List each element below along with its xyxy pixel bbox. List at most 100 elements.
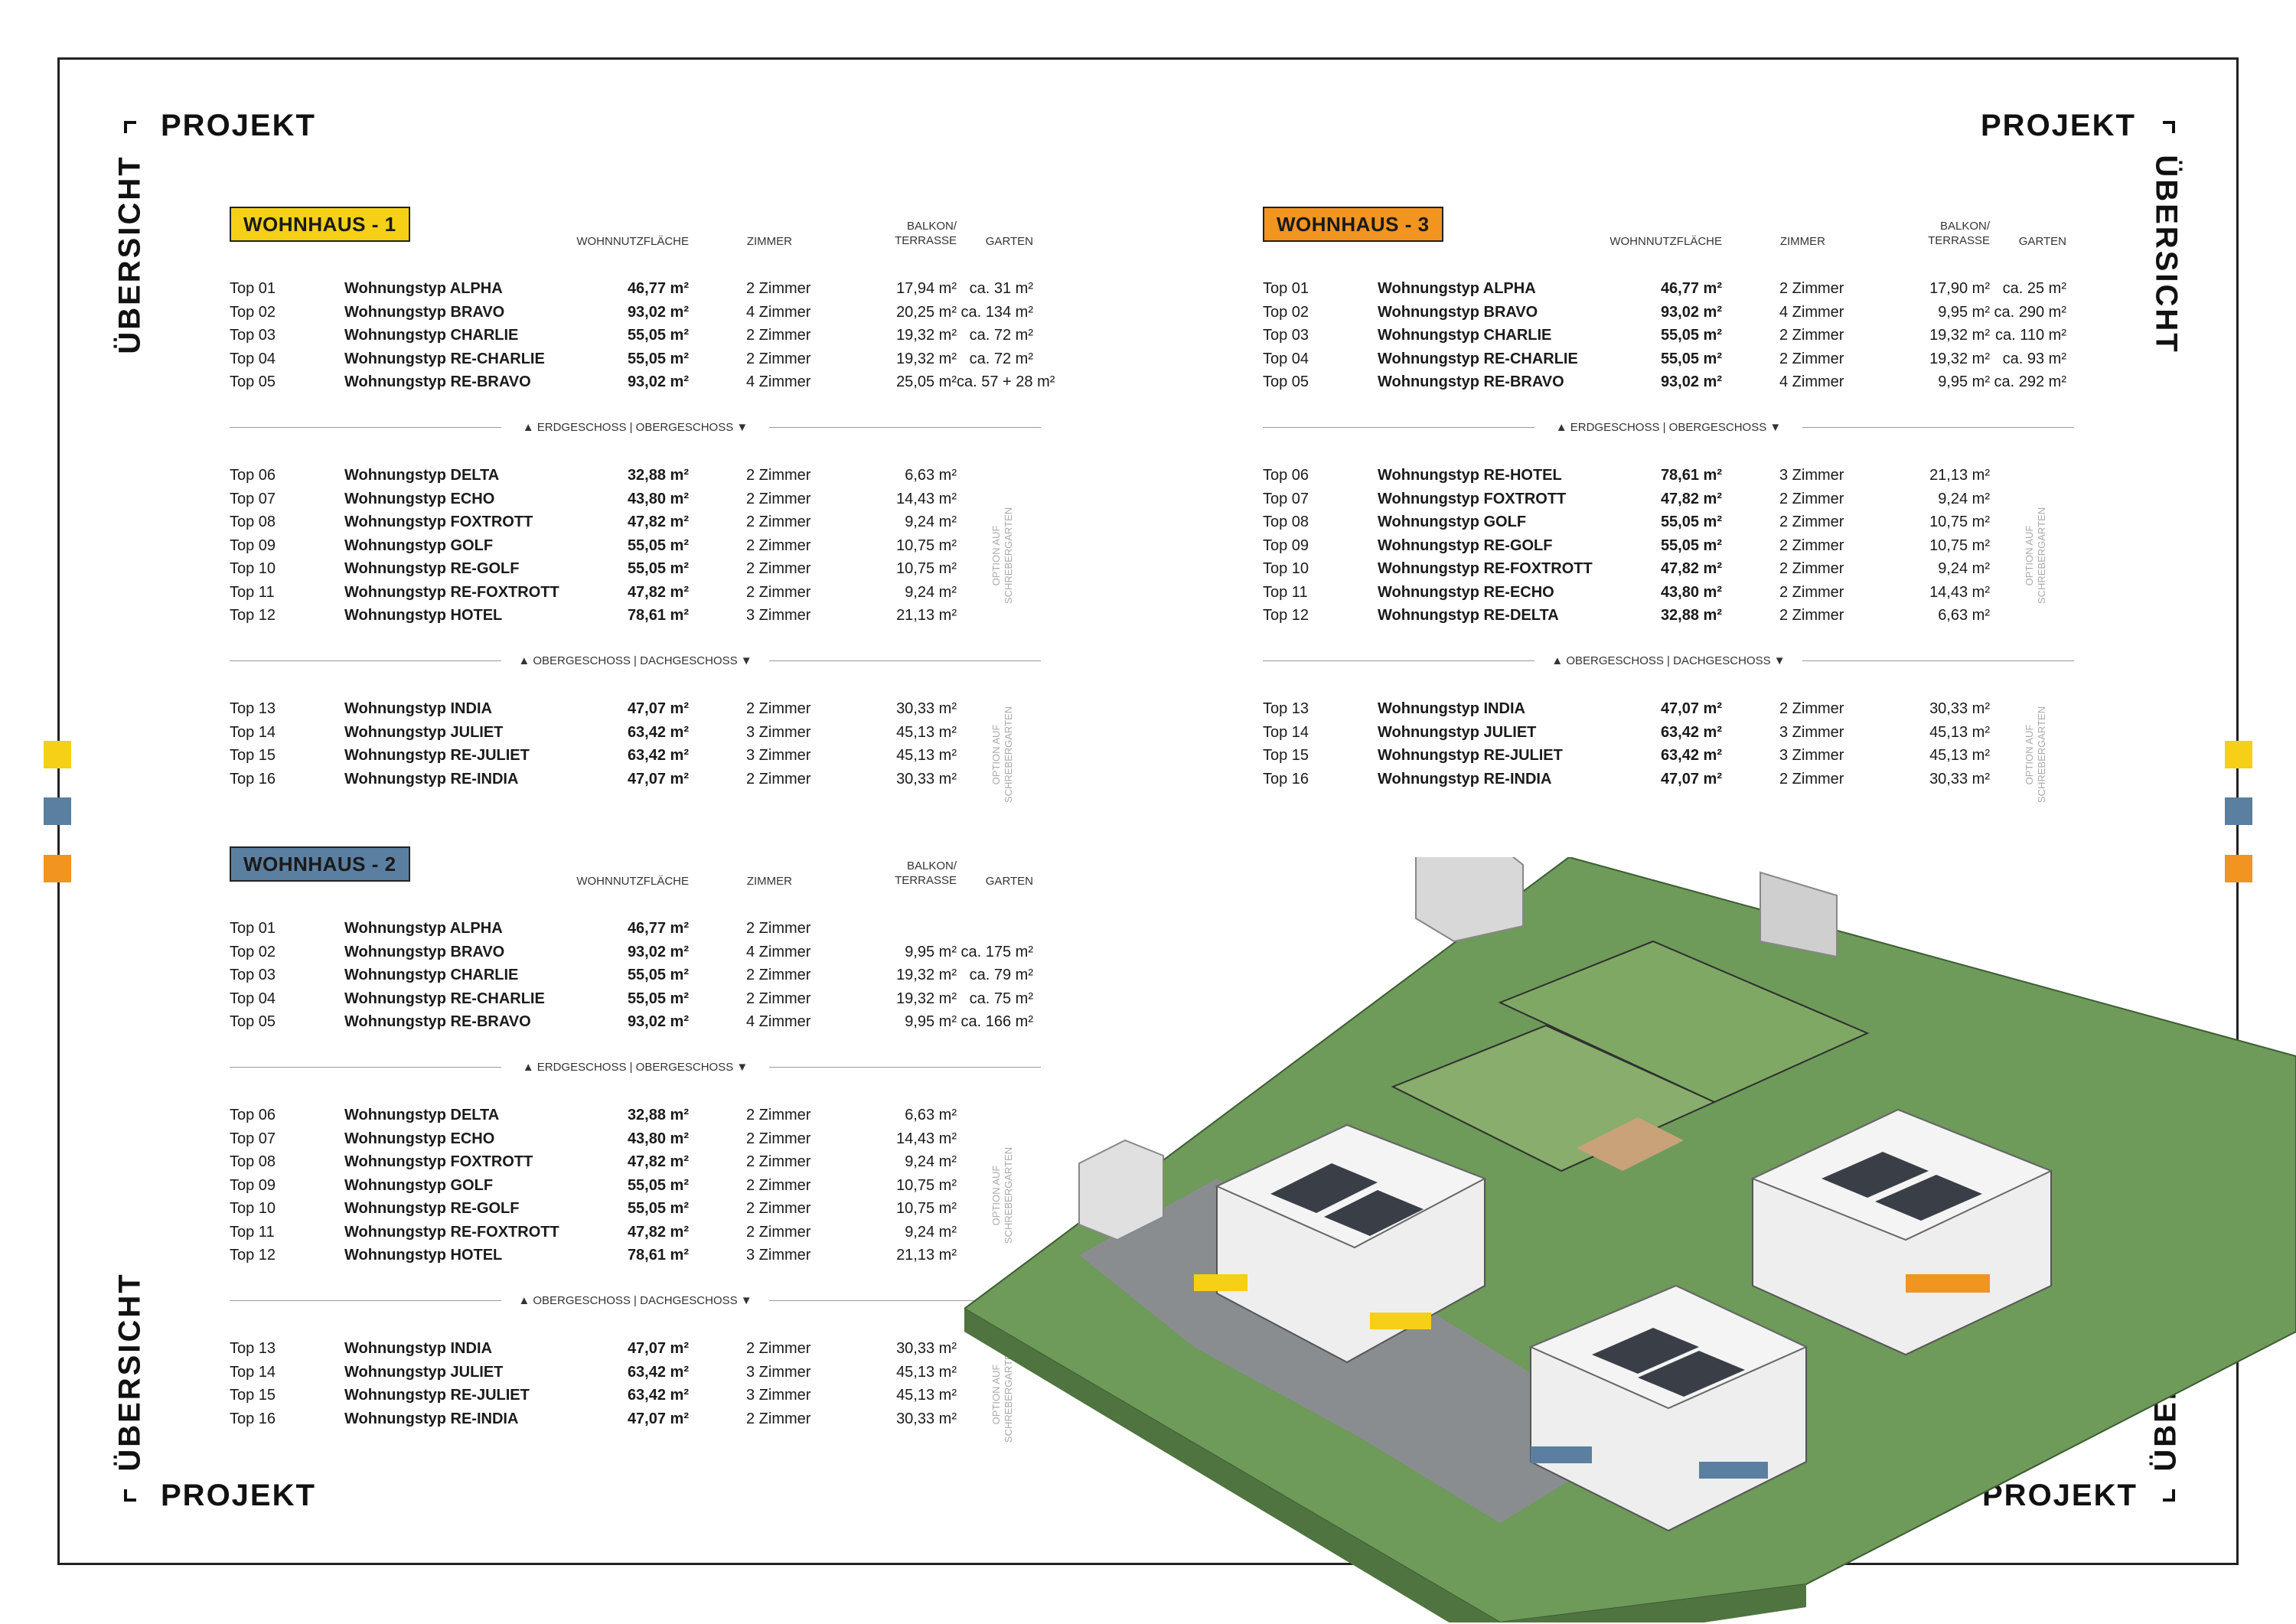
unit-type: Wohnungstyp BRAVO bbox=[1378, 303, 1538, 321]
unit-number: Top 13 bbox=[1263, 700, 1309, 717]
unit-number: Top 02 bbox=[230, 943, 276, 960]
unit-type: Wohnungstyp RE-INDIA bbox=[344, 770, 519, 788]
corner-bracket-top-left bbox=[124, 121, 136, 133]
unit-balcony: 30,33 m² bbox=[896, 1340, 957, 1357]
unit-balcony: 10,75 m² bbox=[896, 536, 957, 554]
unit-balcony: 9,24 m² bbox=[905, 583, 957, 601]
unit-area: 63,42 m² bbox=[627, 723, 689, 741]
unit-rooms: 3 Zimmer bbox=[1779, 747, 1844, 764]
floor-divider: ▲ ERDGESCHOSS | OBERGESCHOSS ▼ bbox=[1263, 419, 2074, 437]
unit-type: Wohnungstyp INDIA bbox=[1378, 700, 1525, 717]
unit-balcony: 10,75 m² bbox=[896, 560, 957, 577]
unit-number: Top 12 bbox=[1263, 607, 1309, 624]
unit-balcony: 30,33 m² bbox=[1929, 700, 1990, 717]
header-garden: GARTEN bbox=[985, 235, 1033, 248]
unit-area: 55,05 m² bbox=[1660, 536, 1722, 554]
unit-balcony: 25,05 m² bbox=[896, 373, 957, 390]
unit-type: Wohnungstyp INDIA bbox=[344, 700, 492, 717]
unit-area: 55,05 m² bbox=[627, 967, 689, 983]
header-area: WOHNNUTZFLÄCHE bbox=[576, 875, 689, 888]
unit-type: Wohnungstyp CHARLIE bbox=[1378, 327, 1552, 344]
unit-number: Top 03 bbox=[230, 967, 276, 983]
unit-rooms: 2 Zimmer bbox=[746, 1340, 811, 1357]
vertical-uebersicht-bottom-left: ÜBERSICHT bbox=[113, 1272, 147, 1472]
unit-type: Wohnungstyp RE-BRAVO bbox=[344, 1013, 531, 1030]
unit-number: Top 04 bbox=[1263, 350, 1309, 367]
unit-type: Wohnungstyp DELTA bbox=[344, 467, 500, 484]
unit-area: 78,61 m² bbox=[627, 607, 689, 624]
unit-type: Wohnungstyp RE-INDIA bbox=[1378, 770, 1552, 788]
unit-number: Top 14 bbox=[1263, 723, 1309, 741]
unit-type: Wohnungstyp BRAVO bbox=[344, 943, 505, 960]
unit-rooms: 3 Zimmer bbox=[746, 1363, 811, 1381]
header-rooms: ZIMMER bbox=[746, 875, 792, 888]
header-rooms: ZIMMER bbox=[1779, 235, 1825, 248]
header-garden: GARTEN bbox=[985, 875, 1033, 888]
unit-rooms: 2 Zimmer bbox=[746, 1223, 811, 1241]
unit-rooms: 2 Zimmer bbox=[1779, 490, 1844, 507]
corner-bracket-top-right bbox=[2163, 121, 2175, 133]
header-rooms: ZIMMER bbox=[746, 235, 792, 248]
unit-rooms: 2 Zimmer bbox=[746, 1130, 811, 1147]
unit-area: 43,80 m² bbox=[627, 490, 689, 507]
unit-area: 93,02 m² bbox=[627, 373, 689, 390]
unit-number: Top 16 bbox=[230, 770, 276, 788]
unit-area: 47,07 m² bbox=[1660, 770, 1722, 788]
unit-type: Wohnungstyp FOXTROTT bbox=[344, 514, 533, 530]
unit-rooms: 2 Zimmer bbox=[1779, 280, 1844, 297]
unit-type: Wohnungstyp RE-CHARLIE bbox=[344, 350, 545, 367]
unit-type: Wohnungstyp FOXTROTT bbox=[1378, 490, 1567, 507]
unit-area: 46,77 m² bbox=[627, 280, 689, 297]
unit-area: 55,05 m² bbox=[1660, 514, 1722, 530]
unit-type: Wohnungstyp ALPHA bbox=[1378, 280, 1536, 297]
unit-balcony: 9,95 m² bbox=[1938, 303, 1990, 321]
unit-balcony: 45,13 m² bbox=[1929, 747, 1990, 764]
unit-type: Wohnungstyp RE-INDIA bbox=[344, 1410, 519, 1427]
swatch-orange-right bbox=[2225, 855, 2252, 882]
unit-area: 43,80 m² bbox=[1660, 583, 1722, 601]
unit-balcony: 10,75 m² bbox=[896, 1200, 957, 1217]
unit-rooms: 2 Zimmer bbox=[746, 1107, 811, 1123]
unit-rooms: 3 Zimmer bbox=[1779, 723, 1844, 741]
unit-number: Top 04 bbox=[230, 990, 276, 1007]
unit-garden: ca. 25 m² bbox=[2002, 280, 2066, 297]
unit-rooms: 2 Zimmer bbox=[746, 350, 811, 367]
unit-area: 63,42 m² bbox=[1660, 747, 1722, 764]
corner-bracket-bottom-left bbox=[124, 1489, 136, 1502]
unit-balcony: 6,63 m² bbox=[905, 1107, 957, 1123]
corner-projekt-top-right: PROJEKT bbox=[1981, 109, 2136, 142]
unit-area: 55,05 m² bbox=[1660, 327, 1722, 344]
unit-area: 78,61 m² bbox=[627, 1247, 689, 1264]
unit-rooms: 2 Zimmer bbox=[746, 700, 811, 717]
unit-garden: ca. 72 m² bbox=[969, 350, 1033, 367]
unit-rooms: 2 Zimmer bbox=[1779, 607, 1844, 624]
header-area: WOHNNUTZFLÄCHE bbox=[576, 235, 689, 248]
unit-area: 46,77 m² bbox=[1660, 280, 1722, 297]
unit-area: 55,05 m² bbox=[627, 327, 689, 344]
floor-divider-label: ▲ ERDGESCHOSS | OBERGESCHOSS ▼ bbox=[1555, 421, 1782, 434]
unit-number: Top 10 bbox=[230, 560, 276, 577]
unit-area: 63,42 m² bbox=[627, 1363, 689, 1381]
unit-area: 47,07 m² bbox=[627, 700, 689, 717]
unit-number: Top 14 bbox=[230, 723, 276, 741]
unit-rooms: 2 Zimmer bbox=[1779, 536, 1844, 554]
unit-area: 32,88 m² bbox=[1660, 607, 1722, 624]
unit-number: Top 09 bbox=[1263, 536, 1309, 554]
swatch-blue bbox=[44, 797, 71, 825]
unit-rooms: 2 Zimmer bbox=[746, 1176, 811, 1194]
unit-area: 93,02 m² bbox=[627, 1013, 689, 1030]
